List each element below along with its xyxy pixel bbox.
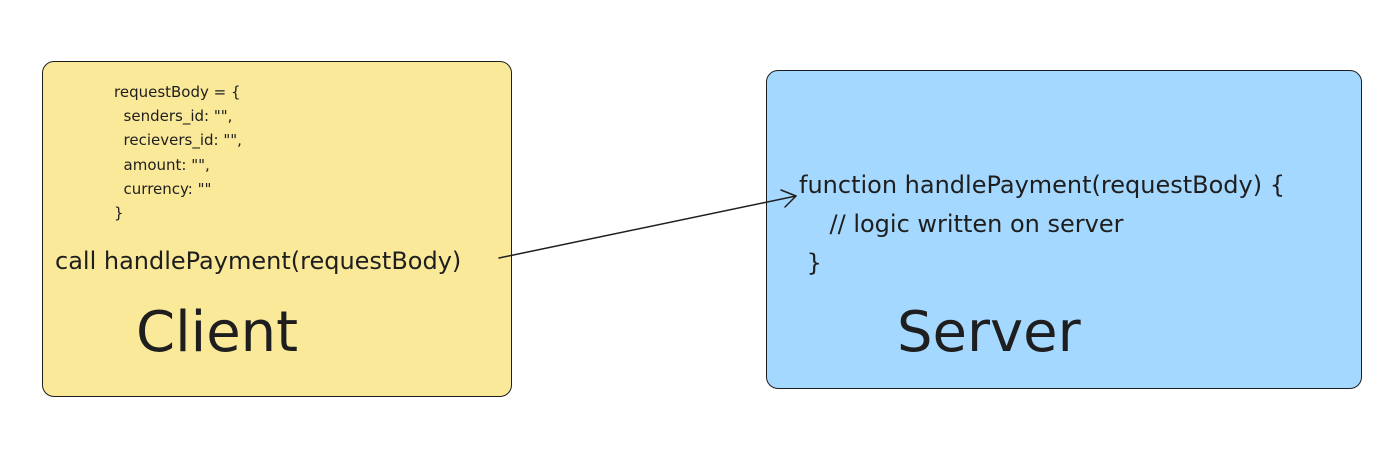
code-line: } bbox=[114, 204, 124, 223]
code-line: recievers_id: "", bbox=[114, 131, 242, 150]
code-line: } bbox=[799, 249, 822, 277]
code-line: amount: "", bbox=[114, 155, 210, 174]
server-label: Server bbox=[897, 300, 1081, 365]
call-handle-payment-text: call handlePayment(requestBody) bbox=[55, 247, 462, 275]
arrow-line bbox=[498, 195, 797, 259]
client-label: Client bbox=[136, 300, 299, 365]
code-line: senders_id: "", bbox=[114, 107, 233, 126]
code-line: requestBody = { bbox=[114, 83, 241, 101]
code-line: // logic written on server bbox=[799, 210, 1124, 238]
handle-payment-function-code: function handlePayment(requestBody) { //… bbox=[799, 166, 1285, 283]
client-box: requestBody = { senders_id: "", reciever… bbox=[42, 61, 512, 397]
code-line: function handlePayment(requestBody) { bbox=[799, 171, 1285, 199]
server-box: function handlePayment(requestBody) { //… bbox=[766, 70, 1362, 389]
code-line: currency: "" bbox=[114, 179, 212, 198]
request-body-code: requestBody = { senders_id: "", reciever… bbox=[114, 80, 242, 225]
